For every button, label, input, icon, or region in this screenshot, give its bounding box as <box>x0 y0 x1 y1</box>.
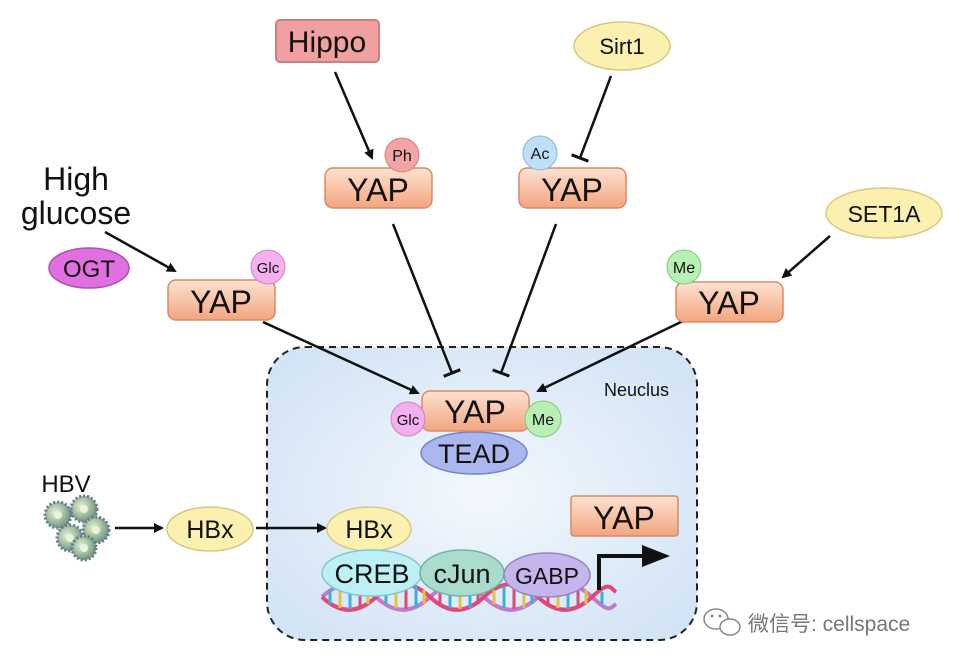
yap-gene-box <box>570 495 679 537</box>
hbv-virus-icon <box>43 494 111 562</box>
hbx-cytoplasmic-oval <box>166 506 254 552</box>
yap-phosphorylated-box <box>324 167 433 209</box>
yap-nuclear-label: YAP <box>444 394 506 430</box>
hbx-nuclear-label: HBx <box>345 516 393 544</box>
glc-modification-circle <box>250 249 286 285</box>
nucleus-label: Neuclus <box>604 380 669 400</box>
set1a-to-yap-arrow <box>781 235 831 279</box>
hippo-to-yap-arrow <box>333 71 374 160</box>
nuclear-me-circle <box>524 400 562 438</box>
hippo-label: Hippo <box>288 26 366 59</box>
wechat-icon <box>703 608 741 636</box>
glc-yap-to-nucleus-arrow <box>262 320 420 395</box>
cjun-label: cJun <box>433 559 490 589</box>
gabp-label: GABP <box>515 563 579 589</box>
ac-label: Ac <box>531 146 550 163</box>
set1a-label: SET1A <box>848 201 922 227</box>
ogt-label: OGT <box>63 256 115 283</box>
gabp-oval <box>503 552 591 598</box>
ph-yap-inhibits-nuclear-yap <box>391 223 461 378</box>
yap-glycosylated-label: YAP <box>190 284 252 320</box>
ph-label: Ph <box>392 148 412 165</box>
high-glucose-label-line1: High <box>43 161 109 197</box>
tead-label: TEAD <box>438 439 510 469</box>
sirt1-label: Sirt1 <box>599 34 644 59</box>
high-glucose-label-line2: glucose <box>21 195 131 231</box>
sirt1-oval <box>573 21 671 71</box>
watermark-text: 微信号: cellspace <box>748 613 910 636</box>
yap-phosphorylated-label: YAP <box>347 172 409 208</box>
ac-modification-circle <box>522 135 558 171</box>
yap-gene-label: YAP <box>593 500 655 536</box>
ph-modification-circle <box>384 137 420 173</box>
ogt-oval <box>48 247 130 289</box>
nuclear-me-label: Me <box>532 412 554 429</box>
transcription-arrowhead <box>642 545 670 567</box>
set1a-oval <box>825 187 943 239</box>
sirt1-inhibits-yap <box>571 75 613 163</box>
ac-yap-inhibits-nuclear-yap <box>492 223 558 378</box>
me-label: Me <box>673 260 695 277</box>
glc-label: Glc <box>257 260 280 277</box>
nuclear-glc-circle <box>390 401 426 437</box>
yap-acetylated-box <box>518 167 627 209</box>
hbx-cytoplasmic-label: HBx <box>186 516 234 544</box>
yap-glycosylated-box <box>167 279 276 321</box>
transcription-start-arrow <box>597 554 645 590</box>
nuclear-glc-label: Glc <box>397 412 420 429</box>
tead-oval <box>420 431 528 475</box>
high-glucose-to-yap-arrow <box>104 230 177 273</box>
yap-methylated-box <box>675 281 784 323</box>
me-yap-to-nucleus-arrow <box>536 319 684 393</box>
hbv-label: HBV <box>41 471 90 498</box>
me-modification-circle <box>666 249 702 285</box>
yap-acetylated-label: YAP <box>541 172 603 208</box>
hippo-box <box>275 19 380 63</box>
creb-label: CREB <box>334 559 409 589</box>
yap-methylated-label: YAP <box>698 285 760 321</box>
